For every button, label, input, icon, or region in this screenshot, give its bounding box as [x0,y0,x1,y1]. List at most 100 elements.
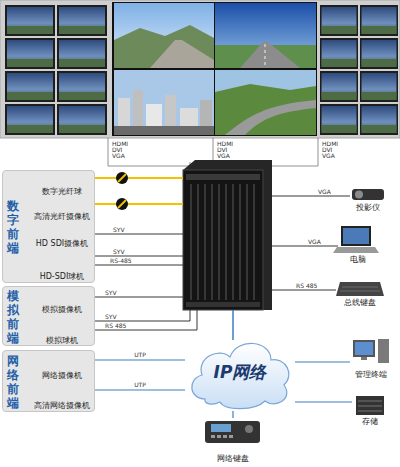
storage-icon [356,396,384,415]
device-label: 总线键盘 [321,298,399,308]
network-keyboard-icon [229,435,233,438]
device-node: 网络摄像机 [29,353,95,381]
signal-label: RS 485 [105,323,126,329]
video-wall [57,38,107,69]
coax-cable [94,265,183,266]
fiber-cable [116,172,128,184]
output-cable [108,138,190,166]
matrix-switcher [247,184,248,300]
device-node: 模拟球机 [29,316,95,346]
network-link [95,359,185,360]
device-node: 存储 [352,395,388,427]
network-keyboard-icon [205,421,260,443]
video-wall [320,5,358,36]
group-label: 网络前端 [7,354,21,410]
output-cable [213,138,214,162]
network-link [232,411,233,418]
signal-label: SYV [113,227,125,233]
video-wall [0,0,400,138]
fiber-cable [94,177,183,179]
device-label: 网络摄像机 [15,371,109,381]
video-wall [146,104,162,128]
video-wall [360,5,398,36]
video-wall [320,104,358,135]
keyboard-icon [336,282,384,296]
projector-icon [355,191,363,199]
video-wall [57,5,107,36]
fiber-cable [94,203,183,205]
device-label: 存储 [338,417,400,427]
pc-icon [355,342,373,355]
device-node: 高清网络摄像机 [29,383,95,411]
storage-icon [358,406,382,407]
video-wall [5,5,55,36]
video-wall [215,84,316,135]
laptop-icon [333,247,379,253]
video-wall [320,71,358,102]
fiber-cable [118,174,126,182]
fiber-cable [116,198,128,210]
output-cable [272,196,350,197]
device-label: 高清网络摄像机 [15,401,109,411]
matrix-switcher [191,184,192,300]
pc-icon [353,340,375,357]
video-wall [0,0,400,138]
network-link [295,401,352,402]
device-node: 总线键盘 [335,280,385,308]
laptop-icon [343,228,369,244]
matrix-switcher [233,184,234,300]
video-wall [5,104,55,135]
group-panel: 数字前端数字光纤球高清光纤摄像机HD SDI摄像机HD-SDI球机 [2,170,95,283]
link-label: UTP [125,382,155,388]
cloud-shape [192,343,289,408]
device-node: 电脑 [335,225,380,265]
pc-icon [353,339,389,363]
device-label: HD SDI摄像机 [15,239,109,249]
keyboard-icon [340,291,380,292]
video-wall [240,42,300,68]
device-node: HD-SDI球机 [29,250,95,282]
matrix-switcher [205,184,206,300]
signal-label: SYV [105,314,117,320]
network-keyboard-icon [223,435,227,438]
network-keyboard-icon [245,425,253,433]
coax-cable [94,256,183,257]
matrix-switcher [183,160,272,310]
projector-icon [352,189,384,200]
signal-label: RS 485 [296,283,317,289]
storage-icon [356,396,384,415]
keyboard-icon [336,282,384,296]
laptop-icon [341,226,371,246]
video-wall [112,2,317,136]
signal-label: VGA [322,153,335,159]
matrix-switcher [183,160,272,310]
pc-icon [378,339,389,363]
projector-icon [352,189,384,200]
matrix-switcher [186,302,260,307]
video-wall [114,70,214,135]
video-wall [5,71,55,102]
cloud-label: IP网络 [214,361,267,384]
matrix-switcher [254,184,255,300]
video-wall [57,104,107,135]
device-label: 投影仪 [334,203,400,213]
fiber-cable [118,200,126,208]
storage-icon [358,411,382,412]
storage-icon [358,401,382,402]
matrix-switcher [240,184,241,300]
video-wall [265,44,266,68]
signal-label: VGA [112,153,125,159]
video-wall [225,100,316,135]
video-wall [165,95,176,128]
matrix-switcher [226,184,227,300]
group-label: 数字前端 [7,199,21,255]
coax-cable [94,234,183,235]
network-keyboard-icon [211,435,215,438]
output-cable [272,290,336,291]
network-keyboard-icon [211,435,233,438]
link-label: UTP [125,352,155,358]
video-wall [215,3,316,68]
signal-label: VGA [318,189,331,195]
video-wall [215,70,316,135]
matrix-switcher [191,184,254,300]
